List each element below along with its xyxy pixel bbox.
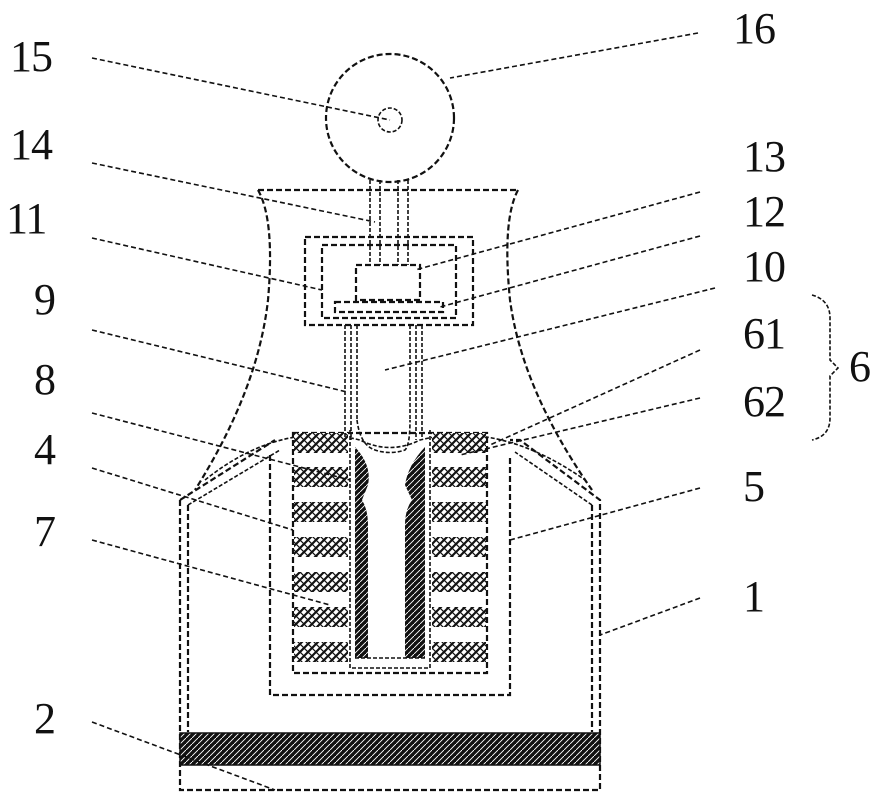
label-7: 7 (34, 507, 56, 556)
chamber-box-outer (303, 235, 475, 327)
coil-right (432, 433, 486, 662)
plate (333, 300, 445, 314)
base-layer (179, 732, 601, 766)
coil-left (294, 433, 348, 662)
label-8: 8 (34, 355, 56, 404)
label-1: 1 (743, 572, 765, 621)
hourglass-housing (194, 188, 593, 491)
guide-tube (344, 325, 423, 454)
ball (324, 52, 456, 184)
label-5: 5 (743, 462, 765, 511)
crucible (349, 430, 431, 669)
label-6: 6 (849, 342, 871, 391)
label-15: 15 (10, 32, 53, 81)
label-11: 11 (6, 194, 47, 243)
label-13: 13 (743, 132, 786, 181)
stem (369, 180, 409, 265)
label-4: 4 (34, 425, 56, 474)
label-12: 12 (743, 187, 786, 236)
chamber-box-inner (320, 243, 458, 320)
inner-vessel (291, 431, 489, 675)
label-9: 9 (34, 275, 56, 324)
container (268, 455, 512, 697)
block (354, 263, 422, 302)
label-14: 14 (10, 120, 53, 169)
label-10: 10 (743, 242, 786, 291)
label-2: 2 (34, 694, 56, 743)
brace-6 (811, 294, 840, 441)
label-61: 61 (743, 309, 786, 358)
label-16: 16 (733, 4, 776, 53)
label-62: 62 (743, 377, 786, 426)
leader-lines (91, 32, 716, 791)
pin (377, 107, 403, 133)
